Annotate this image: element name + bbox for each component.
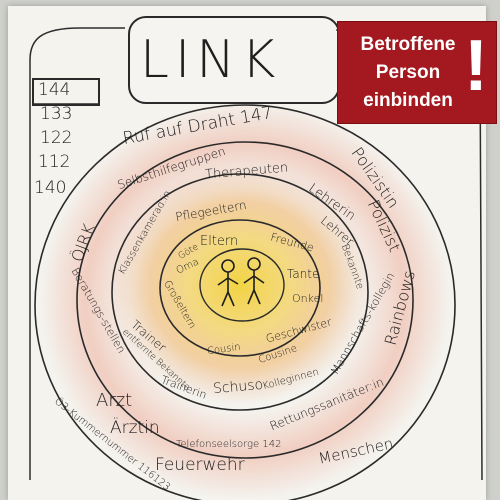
title-text: LINK	[140, 30, 282, 90]
ring-2	[111, 173, 369, 411]
title-box	[128, 16, 340, 104]
number-item: 112	[38, 152, 71, 172]
outer-label: Feuerwehr	[155, 455, 245, 475]
number-item: 144	[38, 80, 71, 100]
ring2-label: Tante	[287, 267, 320, 281]
stick-figures-icon	[217, 257, 265, 307]
number-item: 140	[34, 178, 67, 198]
ring2-label: Onkel	[292, 292, 324, 305]
outer-label: Telefonseelsorge 142	[176, 439, 282, 450]
sign-line-2: Person	[375, 62, 441, 83]
ring-3	[76, 141, 414, 459]
yellow-wash	[110, 165, 370, 405]
sign-line-3: einbinden	[363, 90, 453, 111]
ring-outer	[34, 104, 456, 500]
outer-label: Arzt	[96, 390, 133, 411]
number-item: 122	[40, 128, 73, 148]
number-item: 133	[40, 104, 73, 124]
exclamation-mark: !	[464, 26, 488, 106]
outer-label: Ärztin	[110, 418, 160, 438]
number-highlight-box	[32, 78, 100, 106]
ring-center	[199, 248, 285, 322]
inner-label: Eltern	[200, 234, 239, 249]
sign-badge: Betroffene Person einbinden !	[337, 21, 497, 124]
ring-inner	[159, 219, 321, 357]
sign-line-1: Betroffene	[360, 34, 456, 55]
ring3-label: Schuso	[212, 376, 264, 398]
